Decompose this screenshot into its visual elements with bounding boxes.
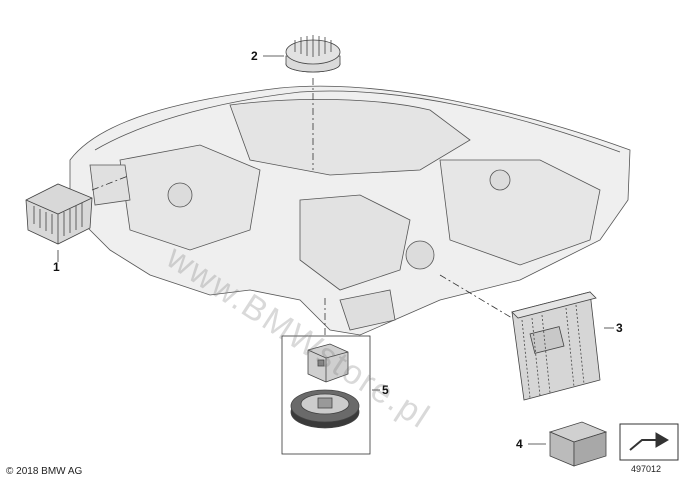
callout-3[interactable]: 3 [616,321,623,335]
callout-2[interactable]: 2 [251,49,258,63]
callout-5[interactable]: 5 [382,383,389,397]
part-1-driver-module [25,183,93,245]
copyright-notice: © 2018 BMW AG [6,466,83,477]
part-3-control-unit [511,291,601,401]
part-4-box [548,421,608,467]
leader-lines [57,55,614,445]
part-2-cooling-module [285,35,341,73]
callout-1[interactable]: 1 [53,260,60,274]
headlight-housing [69,85,631,336]
diagram-id: 497012 [631,464,662,474]
callout-4[interactable]: 4 [516,437,523,451]
repair-kit-arrow-box [619,423,679,461]
part-5-set [281,335,371,455]
